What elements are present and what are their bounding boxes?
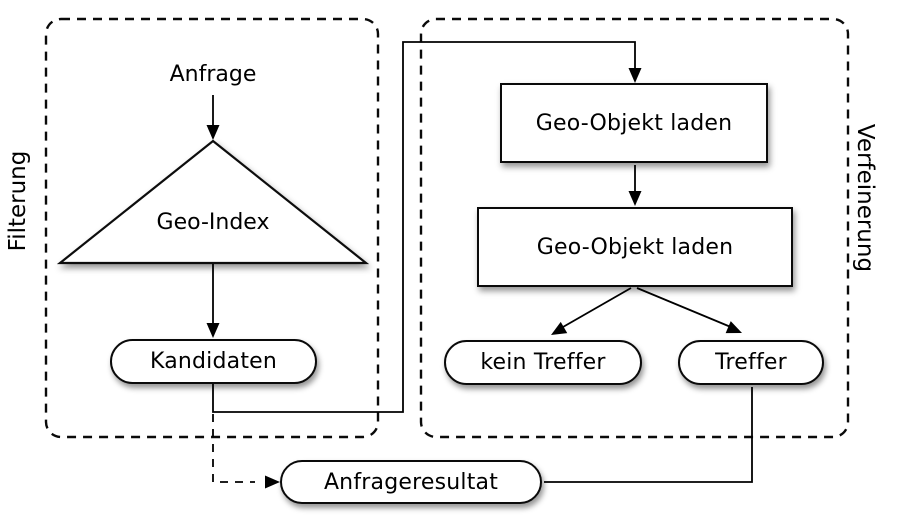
node-geo-objekt-laden-2: Geo-Objekt laden [477, 207, 793, 287]
node-geo-index-label: Geo-Index [156, 210, 270, 235]
edge-kandidaten-to-anfrageresultat-dashed [212, 414, 255, 483]
arrowhead-down-icon [206, 125, 220, 140]
node-treffer: Treffer [678, 340, 824, 385]
filterung-region-border [44, 17, 380, 439]
node-geo-objekt-laden-1: Geo-Objekt laden [500, 83, 768, 163]
arrowhead-down-icon [628, 68, 642, 83]
edge-laden2-to-keintreffer [555, 287, 632, 332]
arrowhead-diagonal-icon [551, 321, 568, 335]
diagram-connectors [212, 41, 753, 483]
edge-treffer-to-anfrageresultat [544, 387, 753, 483]
region-label-filterung: Filterung [5, 150, 31, 252]
region-label-verfeinerung: Verfeinerung [852, 123, 878, 273]
edge-kandidaten-to-laden1 [212, 41, 636, 413]
edge-laden2-to-treffer [636, 287, 739, 331]
arrowheads [206, 68, 742, 489]
geo-index-triangle [56, 139, 370, 265]
arrowhead-right-icon [265, 475, 280, 489]
arrowhead-down-icon [628, 191, 642, 206]
arrowhead-down-icon [206, 323, 220, 338]
arrowhead-diagonal-icon [725, 321, 742, 334]
verfeinerung-region-border [419, 17, 850, 439]
node-kandidaten: Kandidaten [110, 339, 317, 384]
node-anfrage: Anfrage [169, 62, 257, 87]
node-anfrageresultat: Anfrageresultat [280, 460, 542, 504]
node-kein-treffer: kein Treffer [444, 340, 642, 385]
